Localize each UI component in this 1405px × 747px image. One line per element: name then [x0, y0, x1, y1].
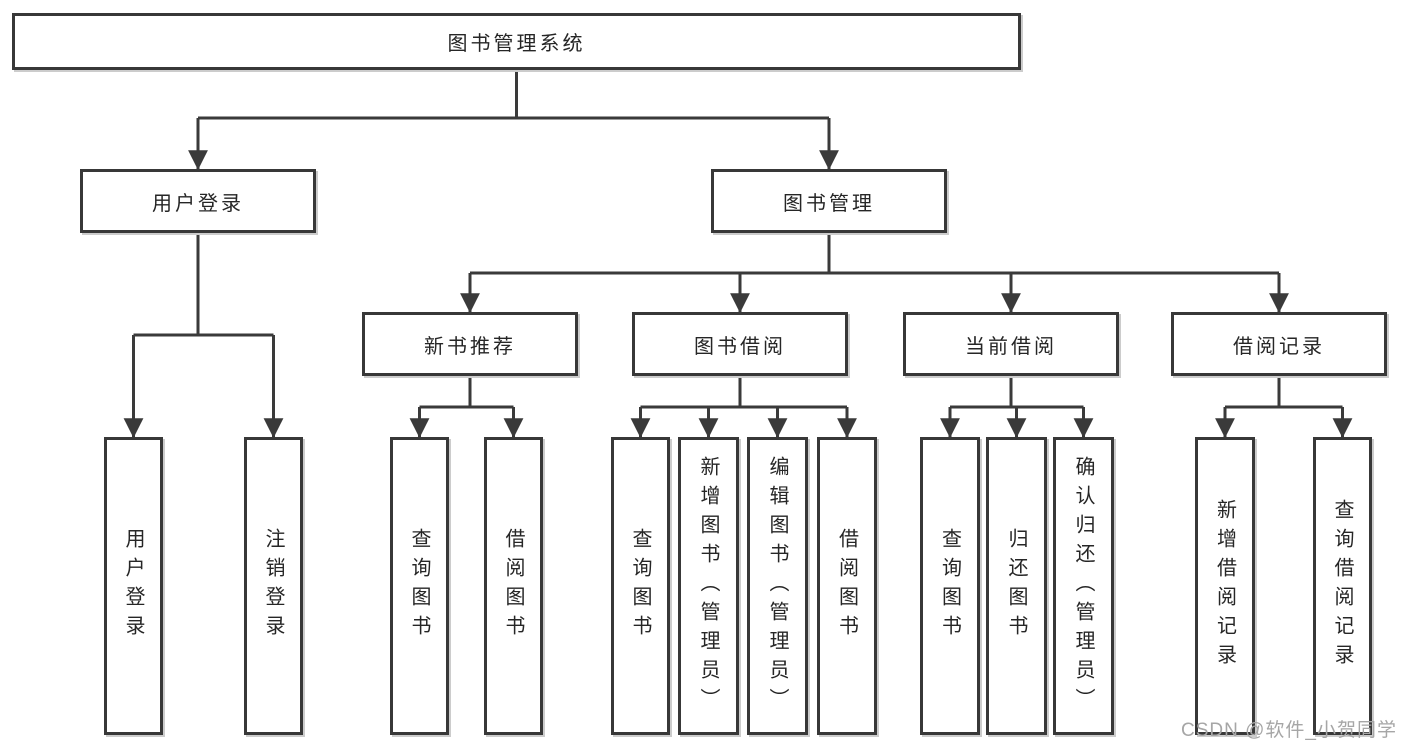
node-book-borrowing-label: 图书借阅	[694, 335, 786, 358]
leaf-query-books-current-label: 查询图书	[938, 528, 961, 644]
node-root-label: 图书管理系统	[447, 33, 586, 55]
leaf-user-login-label: 用户登录	[122, 528, 144, 644]
connector-new-book-to-children	[409, 376, 524, 438]
node-book-management-label: 图书管理	[783, 192, 875, 215]
node-new-book-recommendation: 新书推荐	[362, 312, 578, 376]
connector-root-to-level1	[188, 70, 839, 170]
node-borrowing-records-label: 借阅记录	[1233, 335, 1325, 358]
leaf-add-borrow-record: 新增借阅记录	[1195, 437, 1255, 735]
leaf-borrow-books-recommend-label: 借阅图书	[502, 528, 524, 644]
leaf-query-books-current: 查询图书	[920, 437, 980, 735]
leaf-add-borrow-record-label: 新增借阅记录	[1213, 499, 1236, 673]
leaf-add-book-admin-label: 新增图书（管理员）	[697, 455, 719, 717]
connector-records-to-children	[1215, 376, 1353, 438]
node-book-borrowing: 图书借阅	[632, 312, 848, 376]
leaf-query-books-borrow-label: 查询图书	[629, 528, 651, 644]
leaf-logout: 注销登录	[244, 437, 303, 735]
node-book-management: 图书管理	[711, 169, 947, 233]
leaf-query-borrow-record-label: 查询借阅记录	[1331, 499, 1353, 673]
node-user-login-label: 用户登录	[152, 192, 244, 215]
watermark: CSDN @软件_小贺同学	[1181, 720, 1397, 741]
connector-book-mgmt-to-sections	[460, 233, 1289, 313]
connector-book-borrow-to-children	[630, 376, 857, 438]
node-borrowing-records: 借阅记录	[1171, 312, 1387, 376]
leaf-borrow-books-recommend: 借阅图书	[484, 437, 543, 735]
node-current-borrowing-label: 当前借阅	[965, 335, 1057, 358]
leaf-query-borrow-record: 查询借阅记录	[1313, 437, 1372, 735]
leaf-user-login: 用户登录	[104, 437, 163, 735]
leaf-return-book-label: 归还图书	[1005, 528, 1027, 644]
connector-user-login-to-children	[123, 233, 284, 438]
leaf-logout-label: 注销登录	[262, 528, 284, 644]
leaf-confirm-return-admin-label: 确认归还（管理员）	[1072, 455, 1094, 717]
node-current-borrowing: 当前借阅	[903, 312, 1119, 376]
leaf-query-books-recommend: 查询图书	[390, 437, 449, 735]
node-root: 图书管理系统	[12, 13, 1021, 70]
leaf-confirm-return-admin: 确认归还（管理员）	[1053, 437, 1114, 735]
connector-current-borrow-to-children	[940, 376, 1094, 438]
leaf-edit-book-admin: 编辑图书（管理员）	[747, 437, 808, 735]
leaf-borrow-books-borrow: 借阅图书	[817, 437, 877, 735]
leaf-return-book: 归还图书	[986, 437, 1047, 735]
leaf-query-books-borrow: 查询图书	[611, 437, 670, 735]
leaf-query-books-recommend-label: 查询图书	[408, 528, 430, 644]
node-user-login: 用户登录	[80, 169, 316, 233]
leaf-add-book-admin: 新增图书（管理员）	[678, 437, 739, 735]
leaf-borrow-books-borrow-label: 借阅图书	[835, 528, 858, 644]
leaf-edit-book-admin-label: 编辑图书（管理员）	[766, 455, 788, 717]
node-new-book-recommendation-label: 新书推荐	[424, 335, 516, 358]
